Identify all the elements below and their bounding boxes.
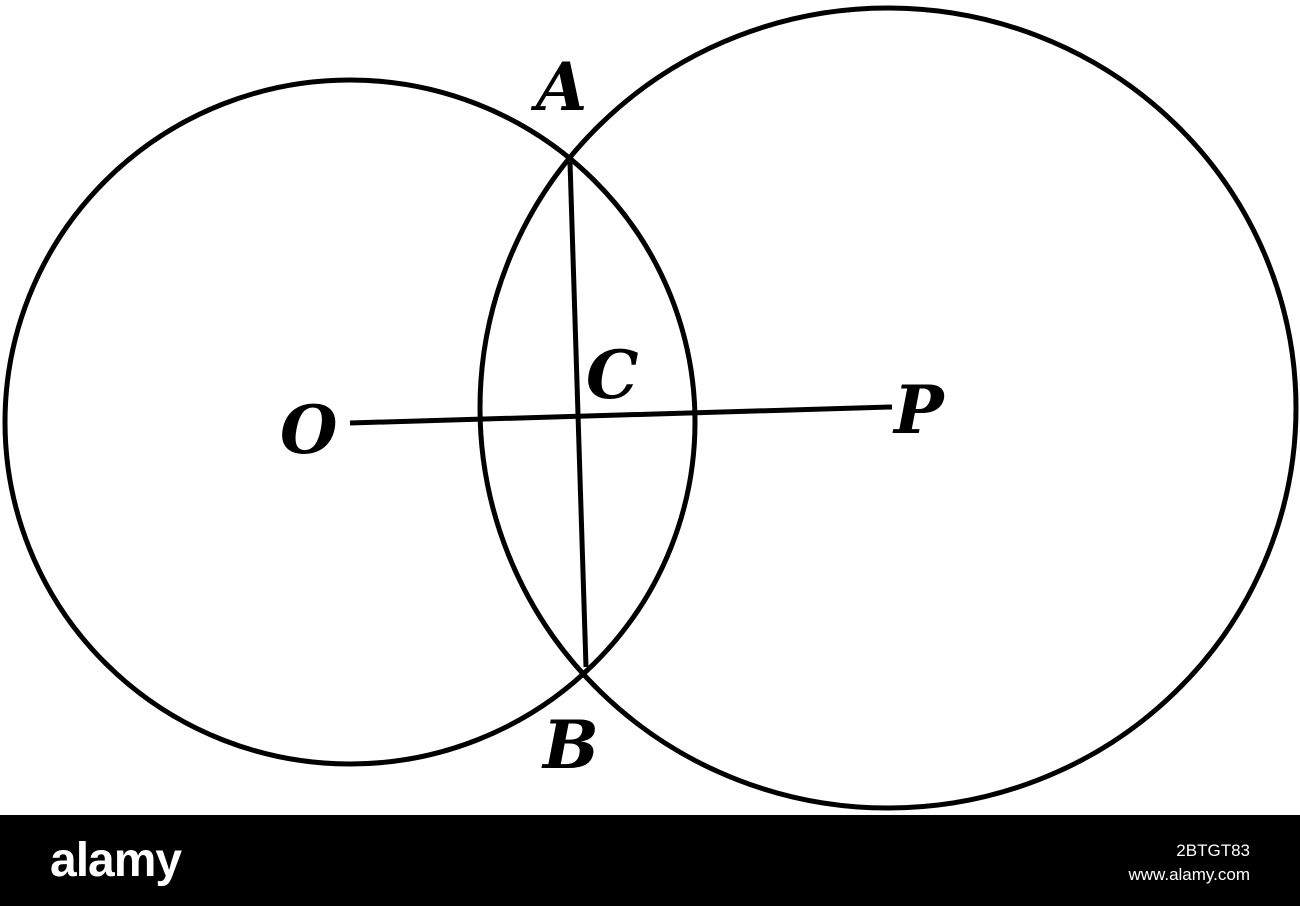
brand-logo: alamy bbox=[50, 834, 182, 887]
geometry-figure: A B C O P bbox=[2, 5, 1299, 811]
right-circle bbox=[477, 5, 1299, 811]
image-credit: 2BTGT83 www.alamy.com bbox=[1128, 839, 1250, 887]
image-id: 2BTGT83 bbox=[1176, 841, 1250, 860]
left-circle bbox=[2, 77, 698, 767]
label-b: B bbox=[541, 706, 599, 784]
label-p: P bbox=[892, 371, 946, 449]
label-a: A bbox=[530, 48, 587, 126]
label-c: C bbox=[586, 336, 639, 414]
label-o: O bbox=[280, 391, 338, 469]
circles-diagram: A B C O P bbox=[2, 5, 1299, 811]
site-url: www.alamy.com bbox=[1128, 865, 1250, 884]
chord-ab bbox=[567, 161, 589, 668]
segment-op bbox=[349, 404, 893, 426]
watermark-bar: alamy 2BTGT83 www.alamy.com bbox=[0, 815, 1300, 906]
